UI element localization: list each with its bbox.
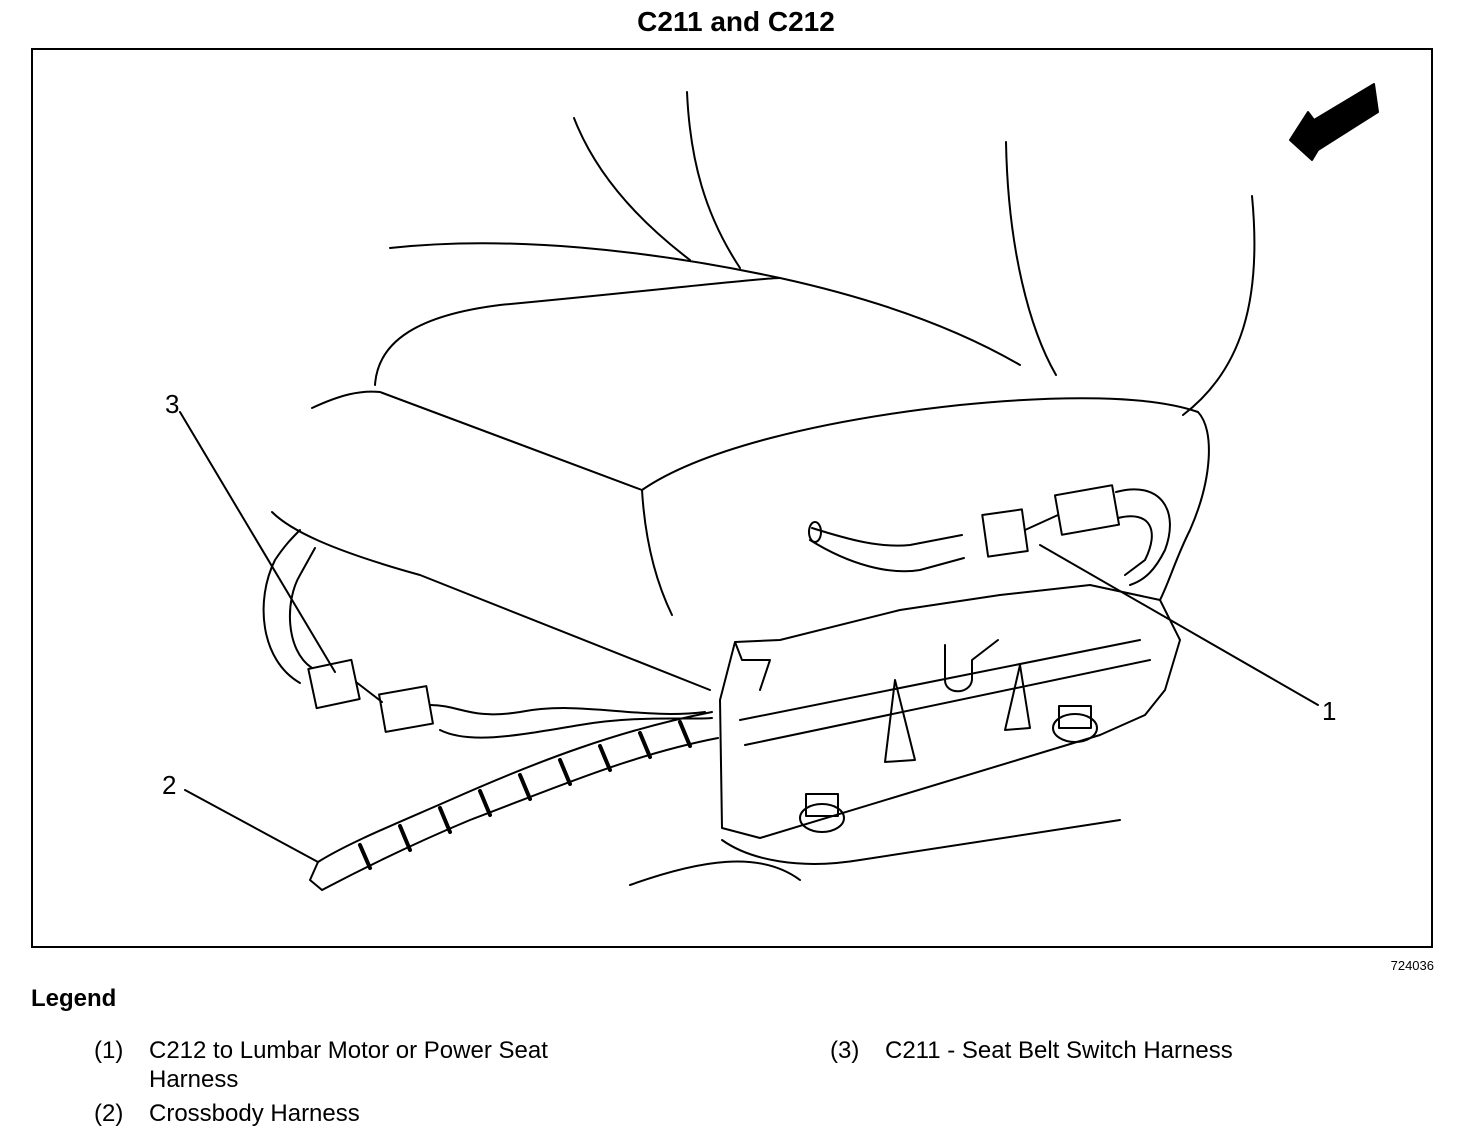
legend-item-number: (2) bbox=[94, 1100, 124, 1127]
leader-line-1 bbox=[1039, 544, 1319, 706]
callout-3: 3 bbox=[165, 389, 179, 419]
seat-track-flange bbox=[734, 641, 771, 691]
seat-back-far-edge bbox=[1182, 195, 1256, 416]
cushion-front-top bbox=[311, 390, 643, 491]
seat-track-rib-2 bbox=[1004, 664, 1031, 731]
cushion-front-corner bbox=[641, 489, 673, 616]
connector-c212-male bbox=[981, 508, 1029, 558]
connector-c211-female bbox=[378, 685, 434, 733]
seat-track-bracket bbox=[719, 584, 1181, 839]
floor-line bbox=[629, 860, 801, 886]
seat-back-top bbox=[389, 242, 1021, 366]
harness-3-wire-top bbox=[429, 704, 706, 716]
crossbody-harness-top bbox=[317, 711, 713, 863]
diagram-title: C211 and C212 bbox=[637, 6, 835, 37]
connector-c211-male bbox=[307, 658, 361, 710]
illustration-frame bbox=[31, 48, 1433, 948]
bolt-rear bbox=[1052, 705, 1098, 743]
legend-item-text: Crossbody Harness bbox=[149, 1100, 360, 1127]
seat-track-rail-lower bbox=[744, 659, 1151, 746]
harness-3-loop-outer bbox=[262, 529, 301, 684]
legend-item-text: C211 - Seat Belt Switch Harness bbox=[885, 1037, 1233, 1064]
crossbody-harness-wraps bbox=[358, 720, 692, 870]
seat-back-right-edge bbox=[1005, 141, 1057, 376]
harness-3-loop-inner bbox=[288, 547, 316, 669]
callout-1: 1 bbox=[1322, 696, 1336, 726]
leader-line-3 bbox=[179, 411, 336, 673]
seat-track-rail bbox=[739, 639, 1141, 721]
legend-item-number: (1) bbox=[94, 1037, 124, 1064]
leader-line-2 bbox=[184, 789, 319, 863]
seat-illustration: 3 2 1 bbox=[162, 83, 1379, 891]
seat-track-slot bbox=[944, 639, 999, 693]
connector-c212-female bbox=[1053, 484, 1121, 536]
harness-1-wire-end bbox=[808, 521, 822, 543]
crossbody-harness-bottom bbox=[321, 737, 719, 891]
seat-track-base bbox=[721, 819, 1121, 865]
seat-back-left-contour bbox=[573, 117, 691, 261]
cushion-left-side bbox=[271, 511, 711, 691]
harness-1-loop-inner bbox=[1117, 515, 1153, 576]
front-direction-arrow bbox=[1289, 83, 1379, 161]
seat-track-rib-1 bbox=[884, 679, 916, 763]
crossbody-harness-end bbox=[309, 861, 323, 891]
cushion-right-top bbox=[641, 397, 1210, 601]
figure-id: 724036 bbox=[1390, 958, 1434, 973]
harness-1-wire-bottom bbox=[809, 539, 965, 573]
c211-pin bbox=[355, 681, 383, 703]
legend-item-text: C212 to Lumbar Motor or Power Seat Harne… bbox=[149, 1037, 548, 1093]
bolt-front bbox=[799, 793, 845, 833]
harness-1-wire-top bbox=[811, 527, 963, 547]
seat-back-crease bbox=[686, 91, 741, 269]
c212-pin bbox=[1024, 514, 1059, 531]
cushion-top bbox=[374, 277, 781, 386]
legend-item-number: (3) bbox=[830, 1037, 860, 1064]
legend-heading: Legend bbox=[31, 985, 117, 1012]
harness-1-loop-outer bbox=[1115, 488, 1171, 586]
callout-2: 2 bbox=[162, 770, 176, 800]
